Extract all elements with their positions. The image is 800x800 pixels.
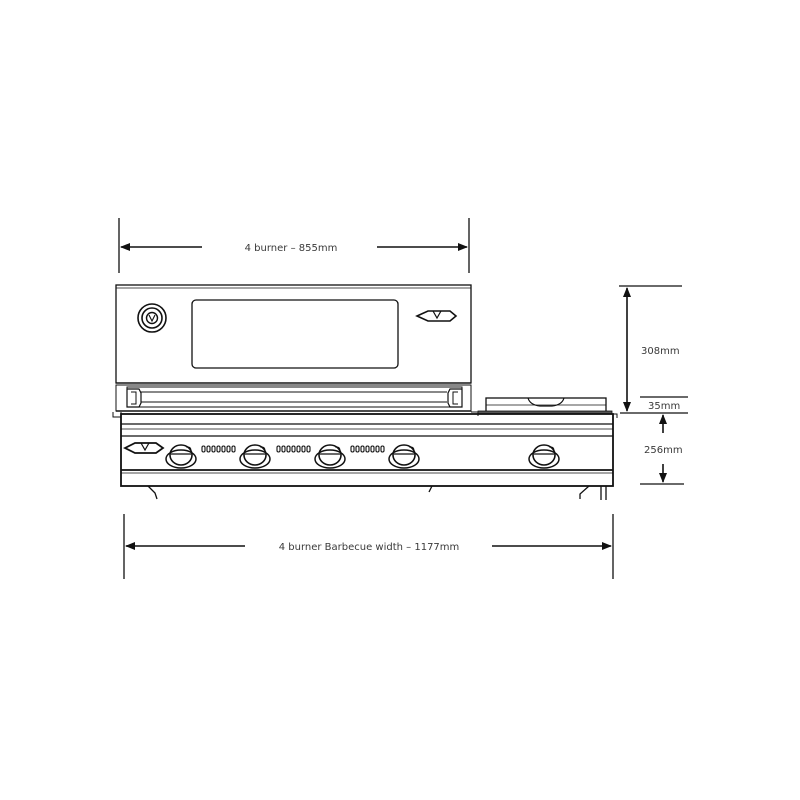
- hood-width-dimension: 4 burner – 855mm: [118, 218, 470, 273]
- hood-width-label: 4 burner – 855mm: [245, 243, 338, 254]
- bbq-width-label: 4 burner Barbecue width – 1177mm: [279, 542, 460, 553]
- diamond-emblem-icon: [122, 442, 165, 454]
- side-burner-knob[interactable]: [528, 444, 560, 469]
- hood-handle: [126, 386, 463, 408]
- lip-height-label: 35mm: [648, 401, 680, 412]
- viewing-window: [191, 299, 399, 369]
- burner-knob-3[interactable]: [314, 444, 346, 469]
- body-height-label: 256mm: [644, 445, 683, 456]
- round-logo-badge-icon: [137, 303, 167, 333]
- height-dimensions: 308mm 35mm 256mm: [619, 285, 688, 485]
- hood-height-label: 308mm: [641, 346, 680, 357]
- vent-slots-3: [350, 445, 385, 453]
- side-burner-lid: [477, 397, 613, 415]
- hood: [112, 284, 479, 418]
- burner-knob-1[interactable]: [165, 444, 197, 469]
- bbq-body: [120, 413, 618, 500]
- burner-knob-2[interactable]: [239, 444, 271, 469]
- burner-knob-4[interactable]: [388, 444, 420, 469]
- support-legs: [147, 485, 607, 500]
- diamond-emblem-icon: [415, 310, 458, 322]
- bbq-width-dimension: 4 burner Barbecue width – 1177mm: [123, 514, 614, 579]
- vent-slots-2: [276, 445, 311, 453]
- vent-slots-1: [201, 445, 236, 453]
